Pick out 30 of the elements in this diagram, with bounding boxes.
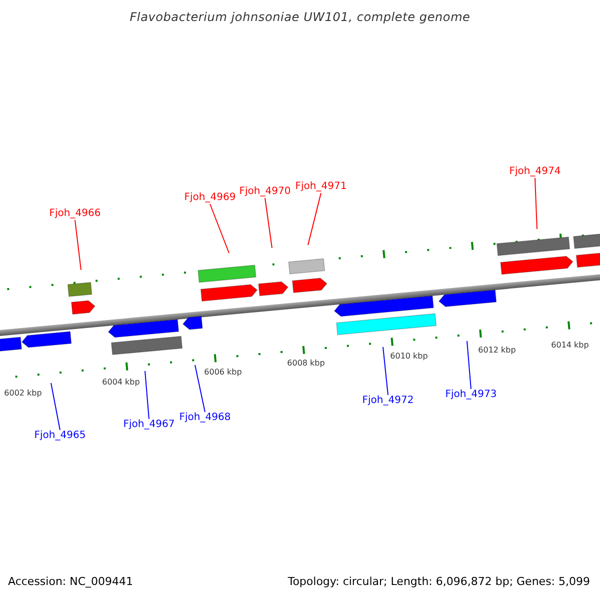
genome-summary: Topology: circular; Length: 6,096,872 bp; Genes: 5,099	[288, 575, 590, 588]
leader-line	[194, 364, 206, 412]
accession-number: Accession: NC_009441	[8, 575, 134, 588]
leader-line	[50, 382, 60, 430]
leader-line	[466, 340, 472, 390]
gene-label: Fjoh_4966	[49, 208, 101, 220]
gene-label: Fjoh_4971	[295, 181, 347, 193]
gene-label: Fjoh_4967	[123, 419, 175, 431]
leader-line	[144, 370, 150, 420]
leader-line	[534, 178, 538, 230]
chart-title: Flavobacterium johnsoniae UW101, complete genome	[128, 10, 472, 24]
gene-label: Fjoh_4969	[184, 192, 236, 204]
gene-label: Fjoh_4970	[239, 186, 291, 198]
leader-line	[308, 192, 322, 246]
leader-line	[210, 204, 230, 254]
leader-line	[74, 220, 82, 270]
scale-label: 6008 kbp	[287, 358, 325, 368]
scale-label: 6006 kbp	[204, 368, 242, 376]
scale-label: 6012 kbp	[478, 346, 516, 354]
scale-label: 6014 kbp	[551, 340, 589, 350]
gene-label: Fjoh_4974	[509, 166, 561, 178]
gene-label: Fjoh_4972	[362, 395, 414, 407]
gene-label: Fjoh_4973	[445, 389, 497, 401]
scale-label: 6002 kbp	[4, 388, 42, 398]
leader-line	[382, 346, 388, 396]
gene-label: Fjoh_4965	[34, 430, 86, 442]
scale-label: 6004 kbp	[102, 378, 140, 386]
gene-label: Fjoh_4968	[179, 412, 231, 424]
scale-label: 6010 kbp	[390, 352, 428, 360]
leader-line	[264, 198, 272, 248]
